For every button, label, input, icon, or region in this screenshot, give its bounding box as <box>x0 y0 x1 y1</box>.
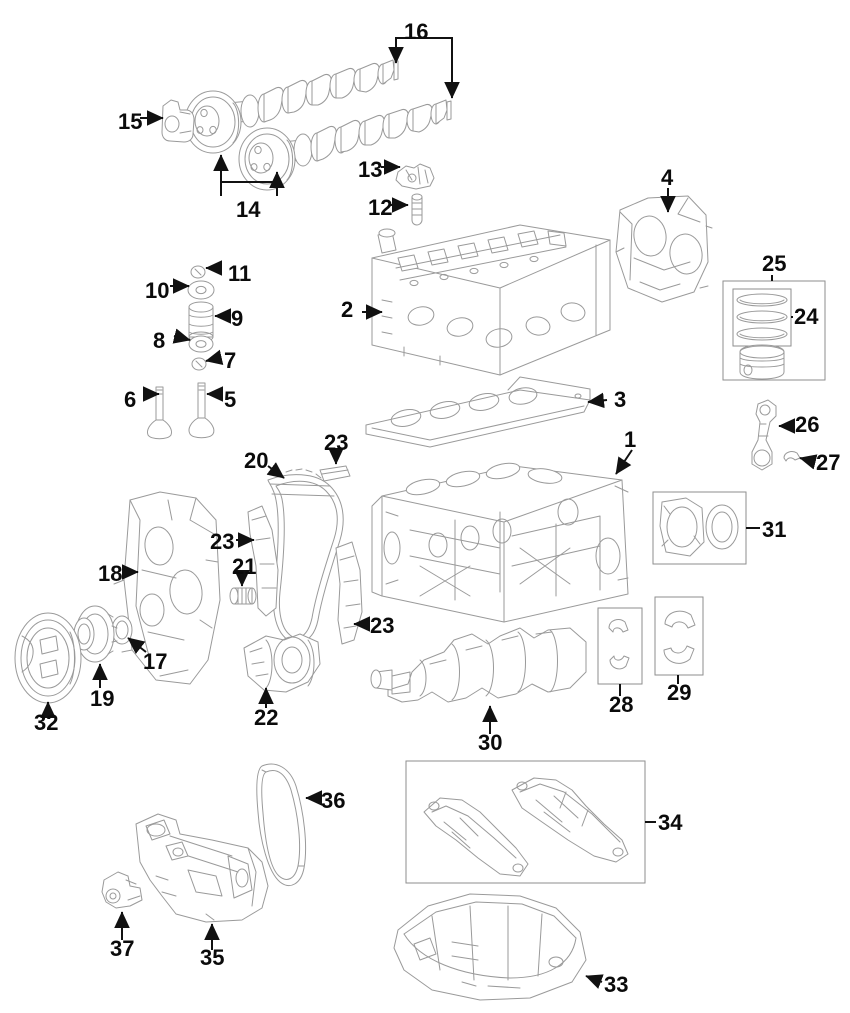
callout-4[interactable]: 4 <box>661 165 674 190</box>
callout-10[interactable]: 10 <box>145 278 170 303</box>
crankshaft-pulley-damper <box>14 612 82 704</box>
intake-valve-5 <box>188 382 215 439</box>
rear-seal-box <box>652 491 747 565</box>
callout-12[interactable]: 12 <box>368 195 393 220</box>
callout-6[interactable]: 6 <box>124 387 137 412</box>
piston-assembly-25 <box>739 344 785 380</box>
callout-24[interactable]: 24 <box>794 304 819 329</box>
baffle-left <box>423 797 529 877</box>
valve-keeper-11 <box>190 265 206 279</box>
callout-9[interactable]: 9 <box>231 306 244 331</box>
crankshaft <box>370 627 587 703</box>
callout-11[interactable]: 11 <box>228 261 252 286</box>
callout-31[interactable]: 31 <box>762 517 787 542</box>
callout-36[interactable]: 36 <box>321 788 346 813</box>
chain-guide-top-23 <box>319 465 351 482</box>
baffle-right <box>511 777 629 863</box>
connecting-rod-bearing-27 <box>783 451 801 462</box>
crankshaft-timing-sprocket <box>73 605 118 663</box>
callout-26[interactable]: 26 <box>795 412 820 437</box>
camshaft-adjuster-upper <box>184 90 242 154</box>
callout-35[interactable]: 35 <box>200 945 225 970</box>
engine-cylinder-block <box>371 462 629 623</box>
callout-18[interactable]: 18 <box>98 561 123 586</box>
callout-37[interactable]: 37 <box>110 936 135 961</box>
cylinder-head-gasket <box>365 376 591 448</box>
valve-spring-seat-7 <box>191 357 207 371</box>
callout-19[interactable]: 19 <box>90 686 115 711</box>
camshaft-adjuster-lower <box>238 127 296 191</box>
callout-20[interactable]: 20 <box>244 448 269 473</box>
camshaft-position-solenoid <box>161 99 195 143</box>
callout-2[interactable]: 2 <box>341 297 354 322</box>
callout-30[interactable]: 30 <box>478 730 503 755</box>
exhaust-valve-6 <box>147 386 172 440</box>
callout-29[interactable]: 29 <box>667 680 692 705</box>
callout-8[interactable]: 8 <box>153 328 166 353</box>
valve-stem-seal-8 <box>188 335 214 353</box>
oil-pressure-sensor <box>101 871 143 909</box>
callout-13[interactable]: 13 <box>358 157 383 182</box>
callout-7[interactable]: 7 <box>224 348 237 373</box>
chain-guide-left-23 <box>247 505 279 617</box>
timing-chain-cover-rear <box>615 195 713 303</box>
callout-28[interactable]: 28 <box>609 692 634 717</box>
callout-14[interactable]: 14 <box>236 197 261 222</box>
timing-chain-cover-front <box>113 491 221 685</box>
balance-shaft-oil-pump-drive <box>243 633 321 693</box>
callout-34[interactable]: 34 <box>658 810 683 835</box>
callout-33[interactable]: 33 <box>604 972 629 997</box>
callout-3[interactable]: 3 <box>614 387 627 412</box>
lash-adjuster-12 <box>411 193 423 226</box>
valve-retainer-10 <box>187 280 215 300</box>
callout-23-right[interactable]: 23 <box>370 613 395 638</box>
callout-1[interactable]: 1 <box>624 427 637 452</box>
connecting-rod-26 <box>751 399 777 471</box>
leader-lines <box>40 37 818 989</box>
callout-22[interactable]: 22 <box>254 705 279 730</box>
callout-15[interactable]: 15 <box>118 109 143 134</box>
piston-group-box <box>722 280 826 381</box>
main-bearing-box <box>654 596 704 676</box>
oil-pump-drive-chain <box>256 763 307 886</box>
callout-23-left[interactable]: 23 <box>210 529 235 554</box>
callout-27[interactable]: 27 <box>816 450 841 475</box>
rocker-arm-13 <box>395 163 435 190</box>
valve-spring-9 <box>188 301 214 343</box>
callout-16[interactable]: 16 <box>404 19 429 44</box>
callout-21[interactable]: 21 <box>232 554 257 579</box>
callout-17[interactable]: 17 <box>143 649 168 674</box>
oil-pan <box>393 893 587 1001</box>
piston-ring-set-24 <box>736 293 788 341</box>
callout-23-top[interactable]: 23 <box>324 430 349 455</box>
callout-5[interactable]: 5 <box>224 387 237 412</box>
baffle-box <box>405 760 646 884</box>
cylinder-head <box>371 224 611 376</box>
callout-32[interactable]: 32 <box>34 710 59 735</box>
timing-chain-tensioner <box>229 587 257 605</box>
callout-25[interactable]: 25 <box>762 251 787 276</box>
oil-pump <box>135 813 269 923</box>
